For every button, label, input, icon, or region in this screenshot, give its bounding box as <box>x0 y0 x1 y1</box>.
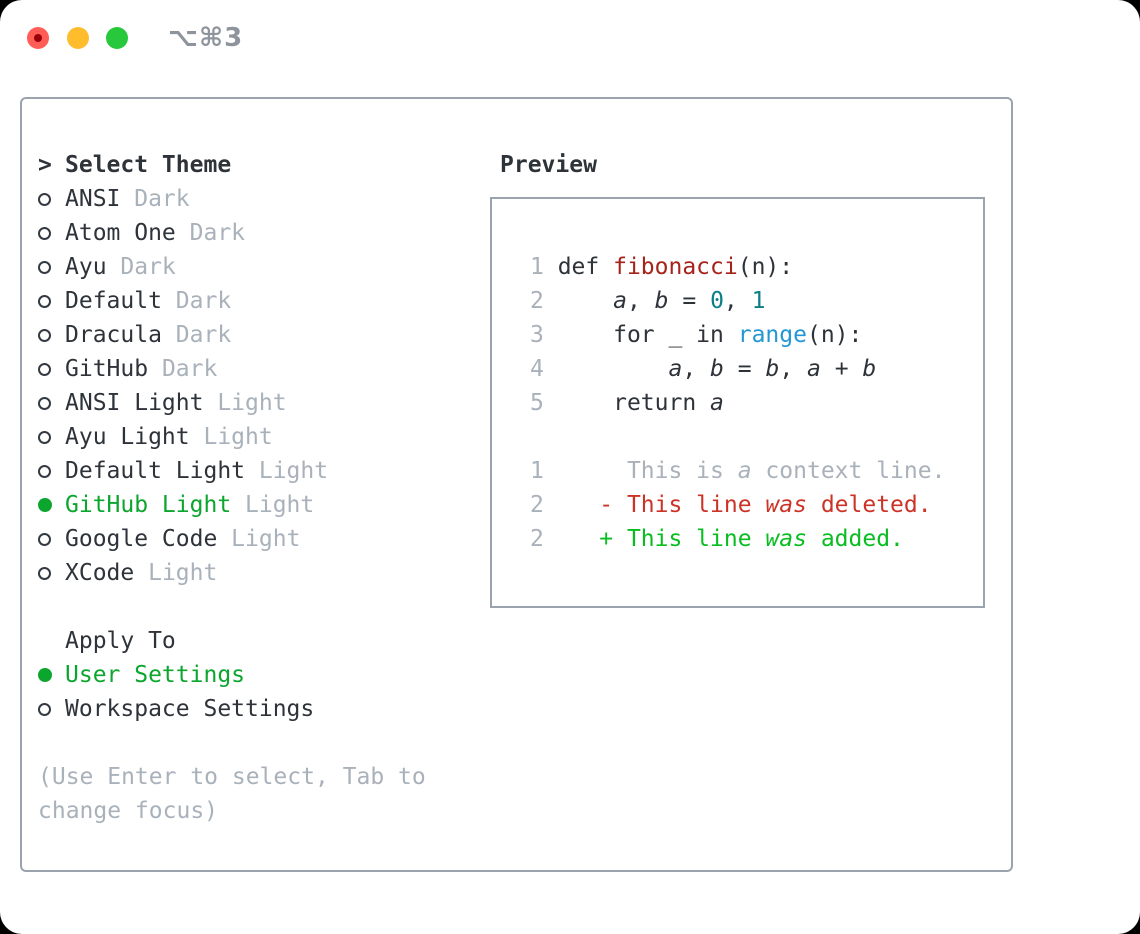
theme-name: GitHub Light <box>65 492 232 518</box>
spacer <box>38 590 426 624</box>
minimize-button[interactable] <box>67 27 89 49</box>
theme-option[interactable]: ANSI Light Light <box>38 386 426 420</box>
hint-line-2: change focus) <box>38 798 219 824</box>
preview-header: Preview <box>500 152 597 178</box>
theme-name: ANSI Light <box>65 390 204 416</box>
theme-name: XCode <box>65 560 135 586</box>
titlebar: ⌥⌘3 <box>0 0 1140 76</box>
theme-name: ANSI <box>65 186 121 212</box>
maximize-button[interactable] <box>106 27 128 49</box>
theme-variant: Dark <box>148 356 218 382</box>
prompt-caret-icon: > <box>38 152 52 178</box>
radio-icon <box>38 430 65 444</box>
code-line: 3 for _ in range(n): <box>530 322 863 348</box>
theme-name: Atom One <box>65 220 176 246</box>
theme-variant: Light <box>189 424 273 450</box>
close-button[interactable] <box>27 27 49 49</box>
radio-selected-icon <box>38 498 65 512</box>
theme-variant: Light <box>134 560 218 586</box>
theme-name: Default <box>65 288 162 314</box>
theme-option[interactable]: XCode Light <box>38 556 426 590</box>
radio-icon <box>38 566 65 580</box>
select-theme-title: Select Theme <box>65 152 232 178</box>
theme-name: Dracula <box>65 322 162 348</box>
apply-to-title: Apply To <box>65 628 176 654</box>
code-line: 2 + This line was added. <box>530 526 904 552</box>
theme-option[interactable]: Default Light Light <box>38 454 426 488</box>
theme-option[interactable]: Ayu Dark <box>38 250 426 284</box>
theme-variant: Dark <box>175 220 246 246</box>
theme-variant: Dark <box>106 254 176 280</box>
code-preview: 1 def fibonacci(n): 2 a, b = 0, 1 3 for _ … <box>530 250 945 556</box>
theme-variant: Light <box>217 526 301 552</box>
theme-variant: Light <box>231 492 315 518</box>
radio-icon <box>38 532 65 546</box>
apply-to-option[interactable]: User Settings <box>38 658 426 692</box>
apply-to-name: User Settings <box>65 662 246 688</box>
preview-box: 1 def fibonacci(n): 2 a, b = 0, 1 3 for _ … <box>490 197 985 608</box>
theme-variant: Dark <box>161 322 232 348</box>
select-theme-header: > Select Theme <box>38 148 426 182</box>
theme-variant: Dark <box>120 186 190 212</box>
theme-option[interactable]: Default Dark <box>38 284 426 318</box>
theme-option[interactable]: Ayu Light Light <box>38 420 426 454</box>
theme-option[interactable]: GitHub Light Light <box>38 488 426 522</box>
radio-icon <box>38 362 65 376</box>
theme-option[interactable]: Google Code Light <box>38 522 426 556</box>
spacer <box>38 726 426 760</box>
radio-selected-icon <box>38 668 65 682</box>
theme-option[interactable]: ANSI Dark <box>38 182 426 216</box>
code-line: 2 a, b = 0, 1 <box>530 288 766 314</box>
theme-option[interactable]: Atom One Dark <box>38 216 426 250</box>
radio-icon <box>38 294 65 308</box>
code-line: 4 a, b = b, a + b <box>530 356 877 382</box>
theme-option[interactable]: GitHub Dark <box>38 352 426 386</box>
code-line: 5 return a <box>530 390 724 416</box>
apply-to-name: Workspace Settings <box>65 696 315 722</box>
hint-line-1: (Use Enter to select, Tab to <box>38 764 426 790</box>
code-line: 1 def fibonacci(n): <box>530 254 794 280</box>
code-line: 2 - This line was deleted. <box>530 492 932 518</box>
theme-name: Ayu <box>65 254 107 280</box>
radio-icon <box>38 396 65 410</box>
theme-variant: Light <box>203 390 287 416</box>
code-line: 1 This is a context line. <box>530 458 946 484</box>
unsaved-changes-dot-icon <box>34 34 42 42</box>
theme-variant: Dark <box>161 288 232 314</box>
radio-icon <box>38 464 65 478</box>
apply-to-header: Apply To <box>38 624 426 658</box>
radio-icon <box>38 226 65 240</box>
theme-variant: Light <box>245 458 329 484</box>
radio-icon <box>38 702 65 716</box>
radio-icon <box>38 192 65 206</box>
code-line <box>530 420 945 454</box>
theme-name: Default Light <box>65 458 246 484</box>
window-title: ⌥⌘3 <box>168 23 244 53</box>
radio-icon <box>38 260 65 274</box>
theme-option[interactable]: Dracula Dark <box>38 318 426 352</box>
theme-name: GitHub <box>65 356 149 382</box>
theme-name: Ayu Light <box>65 424 190 450</box>
radio-icon <box>38 328 65 342</box>
apply-to-option[interactable]: Workspace Settings <box>38 692 426 726</box>
theme-name: Google Code <box>65 526 218 552</box>
